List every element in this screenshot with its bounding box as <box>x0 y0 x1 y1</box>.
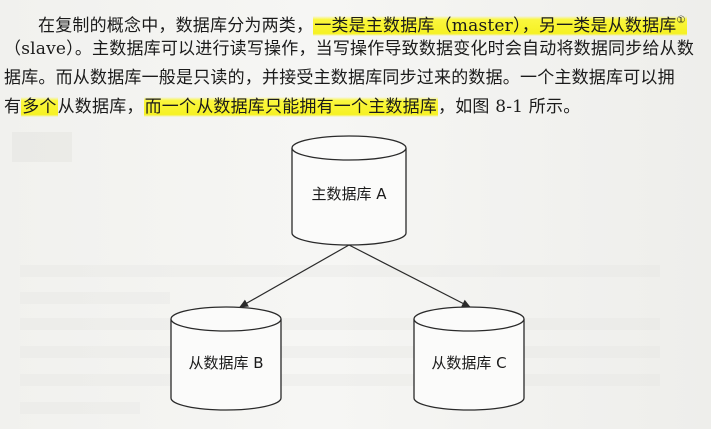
text-run: 从数据库， <box>57 97 144 117</box>
text-run: ，如图 8-1 所示。 <box>438 97 581 117</box>
master-database-cylinder: 主数据库 A <box>291 135 407 246</box>
footnote-marker: ① <box>676 15 686 26</box>
text-run: 一类是主数据库（master），另一类是从数据库 <box>314 16 677 36</box>
paragraph-line-4: 有多个从数据库，而一个从数据库只能拥有一个主数据库，如图 8-1 所示。 <box>4 93 704 122</box>
paragraph-line-2: （slave）。主数据库可以进行读写操作，当写操作导致数据变化时会自动将数据同步… <box>4 39 695 59</box>
highlighted-text: 而一个从数据库只能拥有一个主数据库 <box>143 97 439 117</box>
replication-arrow-b <box>239 244 350 308</box>
slave-database-c-cylinder: 从数据库 C <box>413 306 525 411</box>
paragraph-line-3: 据库。而从数据库一般是只读的，并接受主数据库同步过来的数据。一个主数据库可以拥 <box>4 68 675 88</box>
master-database-label: 主数据库 A <box>311 185 387 203</box>
highlighted-text: 一类是主数据库（master），另一类是从数据库① <box>313 15 687 36</box>
slave-database-c-label: 从数据库 C <box>431 354 506 372</box>
paragraph-line-1: 在复制的概念中，数据库分为两类，一类是主数据库（master），另一类是从数据库… <box>4 6 704 36</box>
body-paragraph: 在复制的概念中，数据库分为两类，一类是主数据库（master），另一类是从数据库… <box>4 6 704 122</box>
text-run: 有 <box>4 97 22 117</box>
text-run: 在复制的概念中，数据库分为两类， <box>38 16 314 36</box>
slave-database-b-label: 从数据库 B <box>188 354 263 372</box>
replication-arrow-c <box>348 244 471 308</box>
highlighted-text: 多个 <box>21 97 58 117</box>
slave-database-b-cylinder: 从数据库 B <box>170 306 282 411</box>
